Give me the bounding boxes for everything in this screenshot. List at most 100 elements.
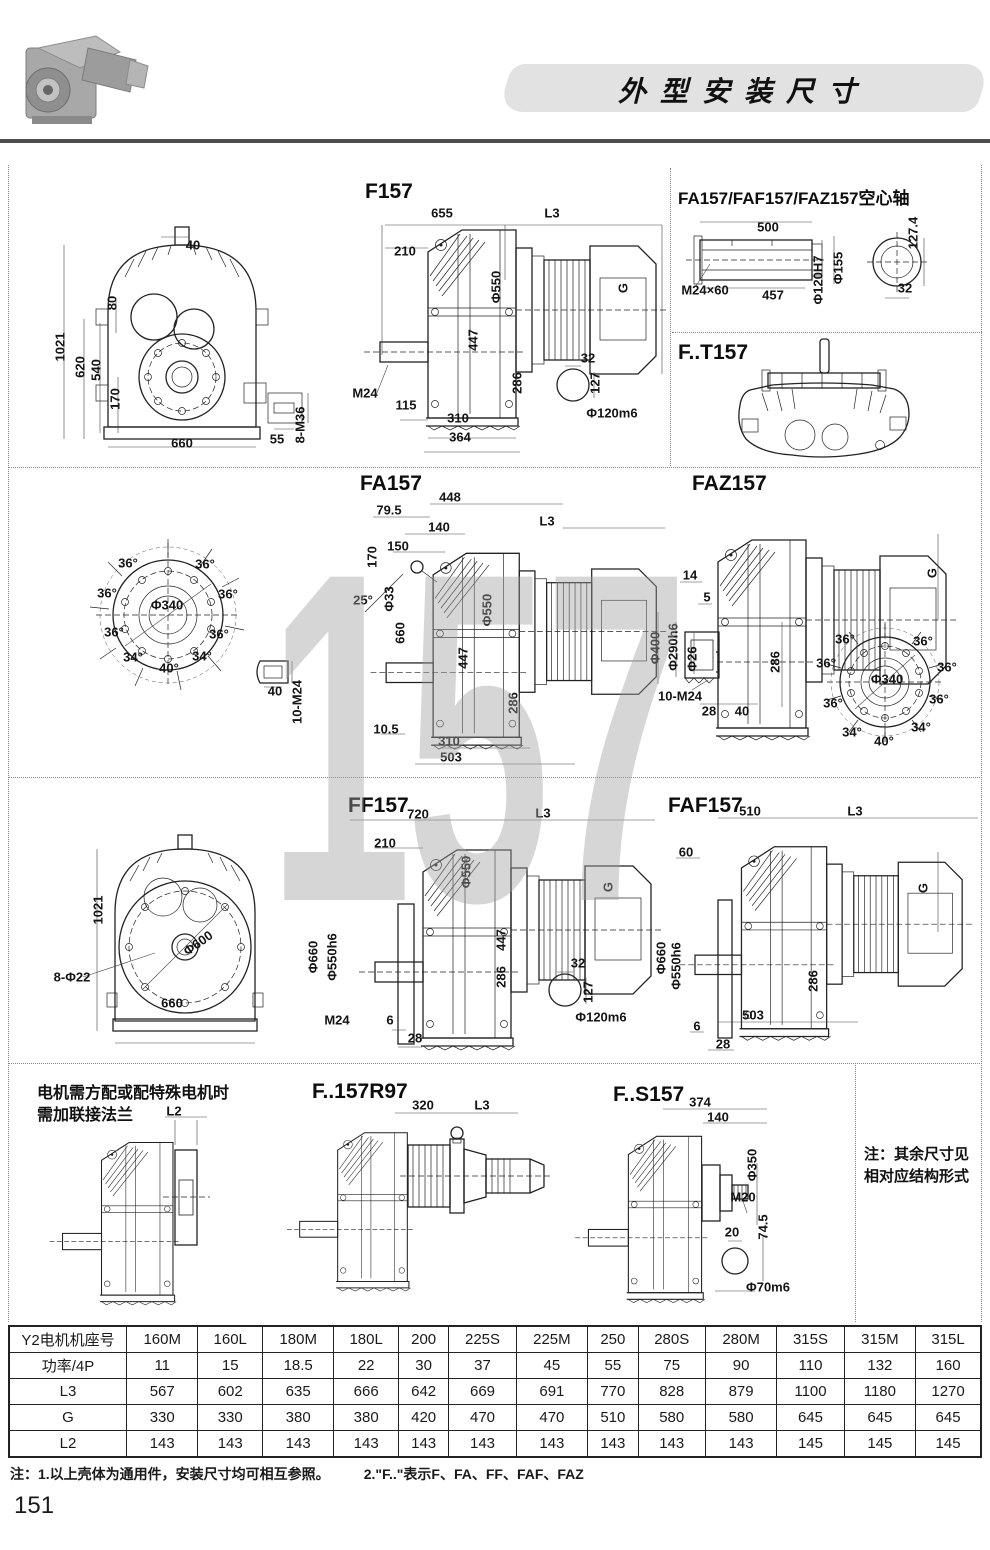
table-cell: 1100 (776, 1378, 845, 1405)
dim-label: 286 (805, 970, 821, 992)
dim-label: Φ26 (684, 646, 700, 672)
divider-v2 (855, 1063, 856, 1322)
table-cell: 1270 (915, 1378, 982, 1405)
dim-label: G (600, 881, 616, 893)
dim-label: 36° (937, 659, 957, 675)
dim-label: L3 (535, 805, 551, 821)
table-cell: 45 (515, 1352, 589, 1379)
dim-label: 500 (757, 219, 779, 235)
drawing-title: FAZ157 (692, 472, 767, 495)
table-cell: 37 (448, 1352, 517, 1379)
dim-label: M20 (730, 1189, 756, 1205)
dim-label: 74.5 (755, 1214, 771, 1240)
page-number: 151 (14, 1492, 55, 1519)
dim-label: 210 (374, 835, 396, 851)
dim-label: 28 (407, 1030, 423, 1046)
dim-label: Φ550 (479, 593, 495, 627)
dim-label: 655 (431, 205, 453, 221)
drawing-title: F..157R97 (312, 1080, 408, 1103)
dim-label: 127 (587, 372, 603, 394)
dim-label: M24 (352, 385, 378, 401)
table-row-label: L3 (8, 1378, 127, 1405)
table-cell: 280M (704, 1325, 778, 1353)
dim-label: 40 (734, 703, 750, 719)
dim-label: 286 (505, 692, 521, 714)
dim-label: Φ350 (744, 1148, 760, 1182)
dim-label: 1021 (52, 332, 68, 362)
table-cell: 143 (125, 1430, 199, 1458)
dim-label: 660 (392, 622, 408, 644)
drawing-title: FF157 (348, 794, 409, 817)
table-cell: 143 (397, 1430, 450, 1458)
dim-label: 286 (509, 372, 525, 394)
side-note-line2: 相对应结构形式 (864, 1168, 970, 1185)
table-cell: 160L (197, 1325, 263, 1353)
dim-label: Φ120m6 (575, 1009, 627, 1025)
dim-label: 310 (447, 410, 469, 426)
flange-note-line1: 电机需方配或配特殊电机时 (37, 1085, 230, 1102)
dim-label: 60 (678, 844, 694, 860)
dim-label: 36° (816, 655, 836, 671)
side-note-line1: 注：其余尺寸见 (864, 1146, 970, 1163)
dim-label: 10-M24 (657, 688, 703, 704)
divider-h1 (672, 332, 982, 333)
dim-label: 34° (911, 719, 931, 735)
dim-label: 448 (439, 489, 461, 505)
dim-label: 170 (364, 546, 380, 568)
table-cell: 145 (843, 1430, 917, 1458)
drawing-title: FA157 (360, 472, 422, 495)
footer-notes: 注：1.以上壳体为通用件，安装尺寸均可相互参照。2."F.."表示F、FA、FF… (10, 1464, 618, 1484)
dim-label: 150 (387, 538, 409, 554)
flange-note-line2: 需加联接法兰 (37, 1107, 134, 1124)
table-cell: 645 (843, 1404, 917, 1431)
side-note-cell: 注：其余尺寸见 相对应结构形式 (858, 1063, 982, 1322)
dim-label: Φ70m6 (746, 1279, 790, 1295)
dim-label: Φ290h6 (665, 623, 681, 671)
dim-label: 310 (438, 733, 460, 749)
dim-label: Φ550h6 (324, 933, 340, 981)
table-cell: 18.5 (261, 1352, 335, 1379)
dim-label: 1021 (90, 895, 106, 925)
dim-label: 36° (835, 631, 855, 647)
table-cell: 15 (197, 1352, 263, 1379)
dim-label: 40° (874, 733, 894, 749)
dim-label: 364 (449, 429, 471, 445)
dim-label: Φ660 (305, 940, 321, 974)
dim-label: 503 (742, 1007, 764, 1023)
drawing-title: FAF157 (668, 794, 743, 817)
dim-label: 447 (493, 929, 509, 951)
dim-label: 34° (123, 649, 143, 665)
dim-label: 447 (455, 647, 471, 669)
dim-label: 5 (703, 589, 711, 605)
dim-label: 28 (701, 703, 717, 719)
dim-label: L3 (544, 205, 560, 221)
drawing-title: F157 (365, 180, 413, 203)
table-cell: 143 (587, 1430, 639, 1458)
table-cell: 635 (261, 1378, 335, 1405)
table-cell: 11 (125, 1352, 199, 1379)
dim-label: 720 (407, 806, 429, 822)
dim-label: 36° (118, 555, 138, 571)
dim-label: 140 (428, 519, 450, 535)
dim-label: 510 (739, 803, 761, 819)
dim-label: 40° (159, 660, 179, 676)
table-cell: 770 (587, 1378, 639, 1405)
dim-label: 286 (493, 966, 509, 988)
dim-label: Φ340 (870, 671, 904, 687)
dim-label: 503 (440, 749, 462, 765)
table-cell: 90 (704, 1352, 778, 1379)
dim-label: 457 (762, 287, 784, 303)
dim-label: 40 (185, 237, 201, 253)
table-cell: 160M (125, 1325, 199, 1353)
table-cell: 330 (197, 1404, 263, 1431)
dim-label: 10-M24 (289, 679, 305, 725)
dim-label: Φ155 (830, 251, 846, 285)
